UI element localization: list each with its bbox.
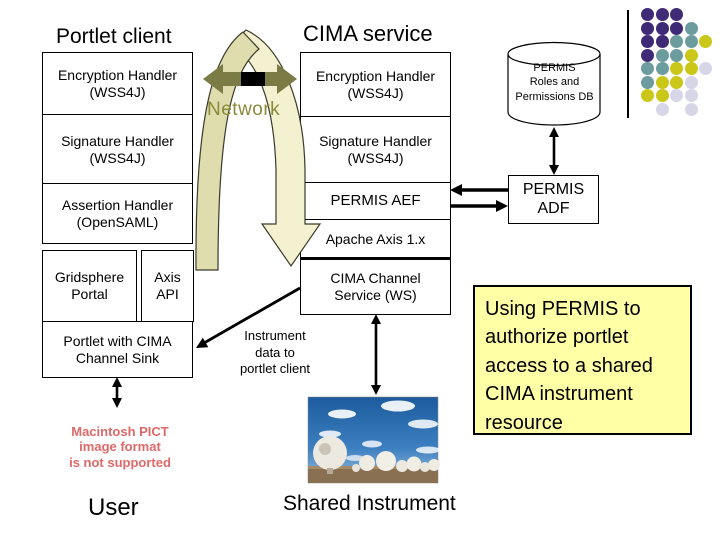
decorative-dot [655, 8, 669, 21]
decorative-dot [641, 8, 654, 21]
decorative-dot [641, 75, 654, 89]
arrowhead-down [371, 385, 381, 395]
label-line: Instrument [244, 328, 306, 343]
network-label: Network [207, 99, 281, 120]
permis-db-label: PERMIS Roles and Permissions DB [508, 61, 601, 104]
decorative-dot [684, 35, 698, 48]
decorative-dot [684, 102, 698, 116]
error-line: is not supported [69, 454, 171, 470]
box-label: Encryption Handler [57, 67, 178, 84]
decorative-dot [655, 62, 669, 75]
decorative-dot [699, 35, 712, 48]
db-label-line: Roles and [529, 76, 580, 89]
assertion-handler-box: Assertion Handler (OpenSAML) [42, 183, 193, 244]
decorative-dot [670, 62, 683, 75]
network-double-arrow [203, 64, 297, 94]
box-label: (WSS4J) [89, 149, 146, 166]
cima-service-title: CIMA service [303, 21, 433, 46]
box-label: (OpenSAML) [76, 213, 159, 230]
arrowhead-left [450, 184, 462, 196]
decorative-dot [641, 89, 654, 102]
decorative-dot [670, 48, 683, 62]
axis-api-box: Axis API [141, 250, 194, 322]
error-line: image format [79, 439, 161, 455]
decorative-dot [684, 21, 698, 35]
arrowhead-down [549, 165, 559, 175]
box-label: (WSS4J) [89, 84, 146, 100]
gridsphere-portal-box: Gridsphere Portal [42, 250, 137, 322]
box-label: Signature Handler [61, 132, 174, 149]
box-label: Encryption Handler [315, 68, 436, 85]
decorative-dots-pattern [641, 8, 716, 120]
decorative-dot [655, 75, 669, 89]
apache-axis-box: Apache Axis 1.x [300, 219, 451, 259]
decorative-dot [670, 35, 683, 48]
portlet-cima-sink-box: Portlet with CIMA Channel Sink [42, 321, 193, 378]
box-label: Portal [71, 286, 108, 302]
decorative-dot [655, 48, 669, 62]
decorative-dot [670, 8, 683, 21]
decorative-dot [655, 89, 669, 102]
arrowhead-down [112, 398, 122, 408]
box-label: Apache Axis 1.x [325, 230, 426, 247]
encryption-handler-service-box: Encryption Handler (WSS4J) [300, 52, 451, 118]
decorative-dot [641, 21, 654, 35]
decorative-vertical-line [627, 10, 629, 118]
decorative-dot [699, 62, 712, 75]
network-arrow-core [241, 72, 265, 86]
decorative-dot [684, 75, 698, 89]
db-label-line: PERMIS [533, 62, 576, 74]
decorative-dot [655, 21, 669, 35]
box-label: (WSS4J) [347, 85, 404, 101]
box-label: Gridsphere [54, 269, 125, 286]
decorative-dot [641, 48, 654, 62]
encryption-handler-client-box: Encryption Handler (WSS4J) [42, 52, 193, 116]
box-label: Assertion Handler [61, 196, 174, 213]
signature-handler-client-box: Signature Handler (WSS4J) [42, 114, 193, 185]
instrument-data-label: Instrument data to portlet client [222, 328, 328, 378]
label-line: data to [255, 344, 295, 360]
portlet-client-title: Portlet client [56, 25, 172, 48]
decorative-dot [655, 35, 669, 48]
box-label: Axis [154, 269, 181, 286]
arrowhead-right [496, 200, 508, 212]
pict-placeholder-error: Macintosh PICT image format is not suppo… [45, 424, 195, 470]
db-label-line: Permissions DB [515, 90, 594, 103]
decorative-dot [670, 89, 683, 102]
arrowhead-diagonal [196, 337, 209, 348]
decorative-dot [670, 21, 683, 35]
note-callout: Using PERMIS to authorize portlet access… [473, 285, 692, 435]
box-label: Signature Handler [319, 133, 432, 150]
label-line: portlet client [239, 361, 311, 377]
decorative-dot [684, 62, 698, 75]
permis-adf-box: PERMIS ADF [508, 175, 599, 224]
arrowhead-up [112, 377, 122, 387]
user-label: User [88, 494, 139, 521]
box-label: Portlet with CIMA [63, 332, 172, 349]
permis-aef-box: PERMIS AEF [300, 182, 451, 221]
signature-handler-service-box: Signature Handler (WSS4J) [300, 116, 451, 184]
decorative-dot [670, 75, 683, 89]
box-label: PERMIS [522, 180, 585, 198]
decorative-dot [641, 35, 654, 48]
box-label: PERMIS AEF [330, 192, 421, 210]
arrowhead-up [549, 127, 559, 137]
box-label: API [156, 286, 179, 302]
box-label: (WSS4J) [347, 150, 404, 166]
decorative-dot [684, 89, 698, 102]
arrowhead-up [371, 314, 381, 324]
curved-arrow-left-leg [195, 31, 260, 271]
decorative-dot [655, 102, 669, 116]
decorative-dot [684, 48, 698, 62]
box-label: ADF [537, 199, 570, 217]
box-label: CIMA Channel [330, 270, 421, 287]
box-label: Service (WS) [334, 287, 417, 303]
box-label: Channel Sink [75, 349, 160, 366]
cima-channel-service-box: CIMA Channel Service (WS) [300, 257, 451, 315]
decorative-dot [641, 62, 654, 75]
error-line: Macintosh PICT [71, 424, 169, 439]
shared-instrument-photo [307, 396, 440, 484]
shared-instrument-label: Shared Instrument [283, 492, 456, 515]
